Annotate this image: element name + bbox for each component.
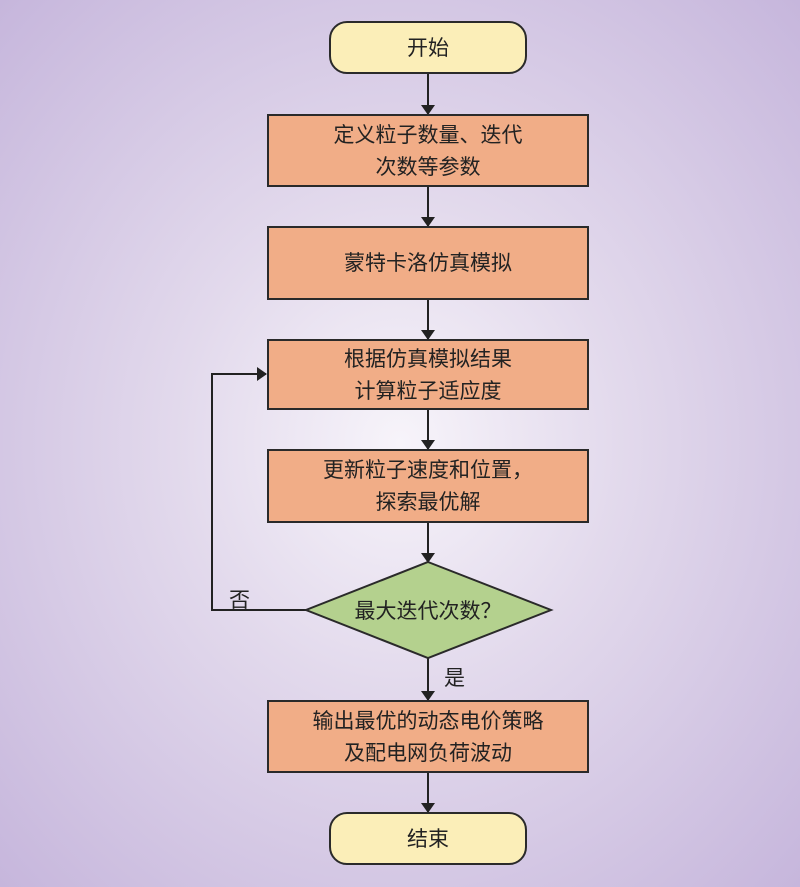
- fitness-line1: 根据仿真模拟结果: [344, 346, 512, 371]
- monte-carlo-step: 蒙特卡洛仿真模拟: [267, 226, 589, 300]
- output-line2: 及配电网负荷波动: [344, 740, 512, 765]
- update-particles-step: 更新粒子速度和位置， 探索最优解: [267, 449, 589, 523]
- update-particles-line2: 探索最优解: [375, 490, 481, 514]
- decision-label: 最大迭代次数？: [354, 599, 502, 623]
- yes-label: 是: [444, 666, 465, 690]
- define-params-line1: 定义粒子数量、迭代: [333, 122, 523, 147]
- loop-back-arrow: [211, 367, 306, 611]
- update-particles-line1: 更新粒子速度和位置，: [323, 458, 533, 482]
- decision-diamond: [303, 560, 554, 660]
- define-params-line2: 次数等参数: [375, 154, 481, 179]
- fitness-step: 根据仿真模拟结果 计算粒子适应度: [267, 339, 589, 410]
- define-params-step: 定义粒子数量、迭代 次数等参数: [267, 114, 589, 187]
- end-node: 结束: [329, 812, 527, 865]
- output-line1: 输出最优的动态电价策略: [312, 708, 544, 733]
- start-label: 开始: [407, 35, 449, 60]
- end-label: 结束: [407, 826, 449, 851]
- start-node: 开始: [329, 21, 527, 74]
- no-label: 否: [229, 588, 250, 612]
- output-step: 输出最优的动态电价策略 及配电网负荷波动: [267, 700, 589, 773]
- monte-carlo-label: 蒙特卡洛仿真模拟: [344, 251, 512, 275]
- fitness-line2: 计算粒子适应度: [354, 378, 502, 403]
